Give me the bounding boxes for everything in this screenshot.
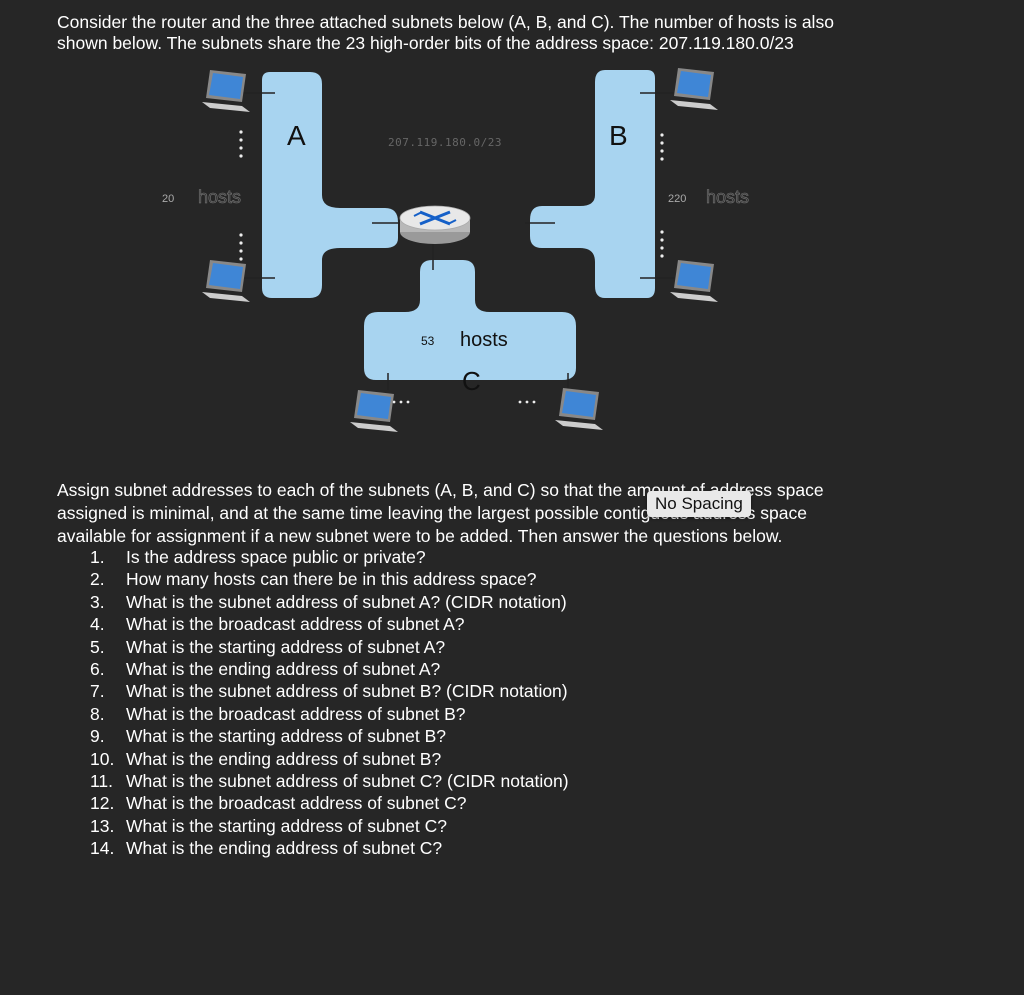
list-item: 3.What is the subnet address of subnet A… [90, 591, 569, 613]
list-item: 5.What is the starting address of subnet… [90, 636, 569, 658]
list-item: 1.Is the address space public or private… [90, 546, 569, 568]
subnet-b-region [530, 70, 655, 298]
list-item: 9.What is the starting address of subnet… [90, 725, 569, 747]
intro-line-1: Consider the router and the three attach… [57, 12, 977, 33]
subnet-a-letter: A [287, 120, 306, 151]
host-computer-icon [202, 260, 250, 302]
network-diagram: A B 207.119.180.0/23 20 hosts 220 hosts … [150, 60, 770, 450]
host-computer-icon [350, 390, 398, 432]
subnet-a-count: 20 [162, 193, 174, 205]
subnet-a-region [262, 72, 398, 298]
network-diagram-svg: A B 207.119.180.0/23 20 hosts 220 hosts … [150, 60, 770, 450]
question-list: 1.Is the address space public or private… [90, 546, 569, 860]
list-item: 6.What is the ending address of subnet A… [90, 658, 569, 680]
list-item: 7.What is the subnet address of subnet B… [90, 680, 569, 702]
list-item: 4.What is the broadcast address of subne… [90, 613, 569, 635]
subnet-b-letter: B [609, 120, 628, 151]
host-computer-icon [670, 260, 718, 302]
subnet-c-letter: C [462, 366, 481, 396]
router-prefix-label: 207.119.180.0/23 [388, 136, 502, 149]
subnet-b-count: 220 [668, 193, 686, 205]
intro-line-2: shown below. The subnets share the 23 hi… [57, 33, 977, 54]
host-computer-icon [202, 70, 250, 112]
router-icon [400, 206, 470, 244]
assignment-text: Assign subnet addresses to each of the s… [57, 479, 927, 548]
list-item: 11.What is the subnet address of subnet … [90, 770, 569, 792]
assign-line-2: assigned is minimal, and at the same tim… [57, 502, 927, 525]
list-item: 8.What is the broadcast address of subne… [90, 703, 569, 725]
subnet-c-region [364, 260, 576, 380]
style-tooltip: No Spacing [647, 491, 751, 517]
host-computer-icon [670, 68, 718, 110]
subnet-b-hosts-word: hosts [706, 187, 749, 207]
list-item: 12.What is the broadcast address of subn… [90, 792, 569, 814]
assign-line-1: Assign subnet addresses to each of the s… [57, 479, 927, 502]
list-item: 14.What is the ending address of subnet … [90, 837, 569, 859]
list-item: 2.How many hosts can there be in this ad… [90, 568, 569, 590]
assign-line-3: available for assignment if a new subnet… [57, 525, 927, 548]
subnet-c-hosts-word: hosts [460, 329, 508, 351]
subnet-a-hosts-word: hosts [198, 187, 241, 207]
intro-text: Consider the router and the three attach… [57, 12, 977, 54]
list-item: 10.What is the ending address of subnet … [90, 748, 569, 770]
list-item: 13.What is the starting address of subne… [90, 815, 569, 837]
subnet-c-count: 53 [421, 334, 435, 348]
host-computer-icon [555, 388, 603, 430]
